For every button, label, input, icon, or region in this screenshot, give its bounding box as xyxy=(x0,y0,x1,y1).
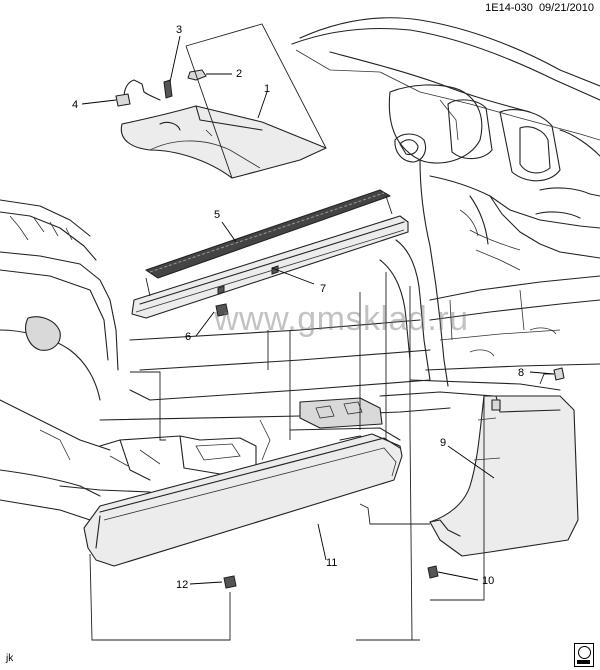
callout-1: 1 xyxy=(264,83,270,95)
watermark: www.gmsklad.ru xyxy=(214,300,469,338)
part-1-trim-panel xyxy=(120,105,327,179)
publisher-logo-icon xyxy=(574,643,594,667)
part-11-sill-trim xyxy=(83,433,403,567)
part-6-retainer xyxy=(215,303,229,317)
part-9-kick-panel xyxy=(429,395,579,557)
callout-2: 2 xyxy=(236,68,242,80)
callout-3: 3 xyxy=(176,24,182,36)
leader-lines xyxy=(81,35,555,585)
callout-8: 8 xyxy=(518,367,524,379)
callout-7: 7 xyxy=(320,283,326,295)
diagram-header: 1E14-030 09/21/2010 xyxy=(482,2,594,14)
body-structure-left xyxy=(0,199,119,521)
part-4-connector xyxy=(115,79,161,107)
callout-4: 4 xyxy=(72,99,78,111)
body-structure-right xyxy=(379,239,600,399)
part-10-retainer xyxy=(427,565,439,579)
floor-pan xyxy=(59,319,451,493)
part-2-clip xyxy=(187,69,207,81)
callout-12: 12 xyxy=(176,579,188,591)
part-5-sill-plate xyxy=(145,189,391,279)
callout-labels: 1 2 3 4 5 6 7 8 9 10 11 12 xyxy=(72,24,524,591)
alignment-lines xyxy=(89,23,554,641)
diagram-date: 09/21/2010 xyxy=(538,2,594,14)
callout-11: 11 xyxy=(326,557,337,569)
part-7-sill-carrier xyxy=(131,215,409,319)
callout-6: 6 xyxy=(185,331,191,343)
part-12-retainer xyxy=(223,575,237,589)
callout-5: 5 xyxy=(214,209,220,221)
part-3-fastener xyxy=(163,79,173,99)
instrument-panel xyxy=(291,17,600,387)
callout-9: 9 xyxy=(440,437,446,449)
callout-10: 10 xyxy=(482,575,494,587)
part-8-clip xyxy=(553,367,565,381)
diagram-code: 1E14-030 xyxy=(485,2,533,14)
corner-label: jk xyxy=(6,653,14,664)
